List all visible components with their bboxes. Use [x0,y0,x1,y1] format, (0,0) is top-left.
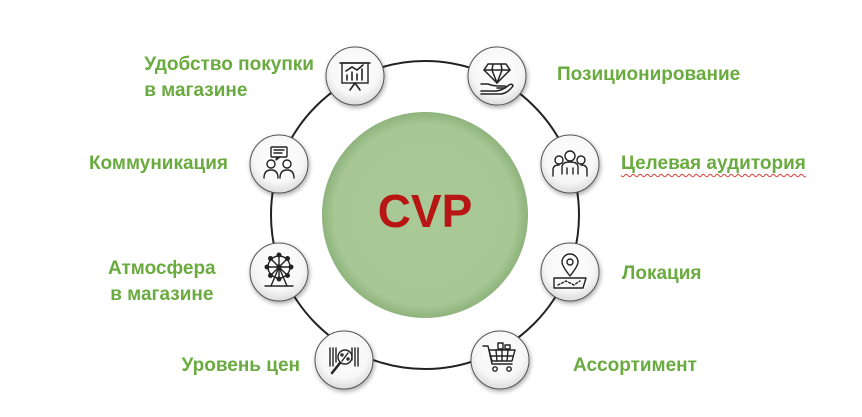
center-label: CVP [377,185,473,237]
outer-ring [270,60,580,370]
label-line: Ассортимент [573,355,697,376]
node-location [540,242,600,302]
node-positioning [467,46,527,106]
ferris-wheel-icon [264,252,294,287]
label-line: Удобство покупки [144,54,314,75]
label-line: в магазине [110,284,214,305]
node-price-level [314,330,374,390]
label-assortment: Ассортимент [573,353,697,379]
people-group-icon [552,150,588,177]
presentation-chart-icon [339,62,371,91]
label-communication: Коммуникация [89,151,228,177]
label-line: Коммуникация [88,153,228,174]
node-purchase-convenience [325,46,385,106]
center-circle [322,112,528,318]
label-target-audience: Целевая аудитория [621,151,806,177]
node-communication [249,134,309,194]
shopping-cart-icon [482,342,516,372]
node-assortment [470,330,530,390]
label-location: Локация [622,261,701,287]
label-line: Позиционирование [557,64,741,85]
map-pin-icon [553,253,587,289]
price-tag-search-icon [329,347,359,375]
label-line: Уровень цен [181,355,300,376]
node-target-audience [540,134,600,194]
label-purchase-convenience: Удобство покупки в магазине [144,52,314,104]
people-talking-icon [263,146,295,179]
label-line: Локация [622,263,702,284]
diamond-in-hand-icon [480,63,514,95]
label-price-level: Уровень цен [182,353,300,379]
label-positioning: Позиционирование [557,62,740,88]
label-line: в магазине [144,80,248,101]
label-line: Атмосфера [108,258,216,279]
label-atmosphere: Атмосфера в магазине [108,256,216,308]
label-line: Целевая аудитория [621,153,806,174]
